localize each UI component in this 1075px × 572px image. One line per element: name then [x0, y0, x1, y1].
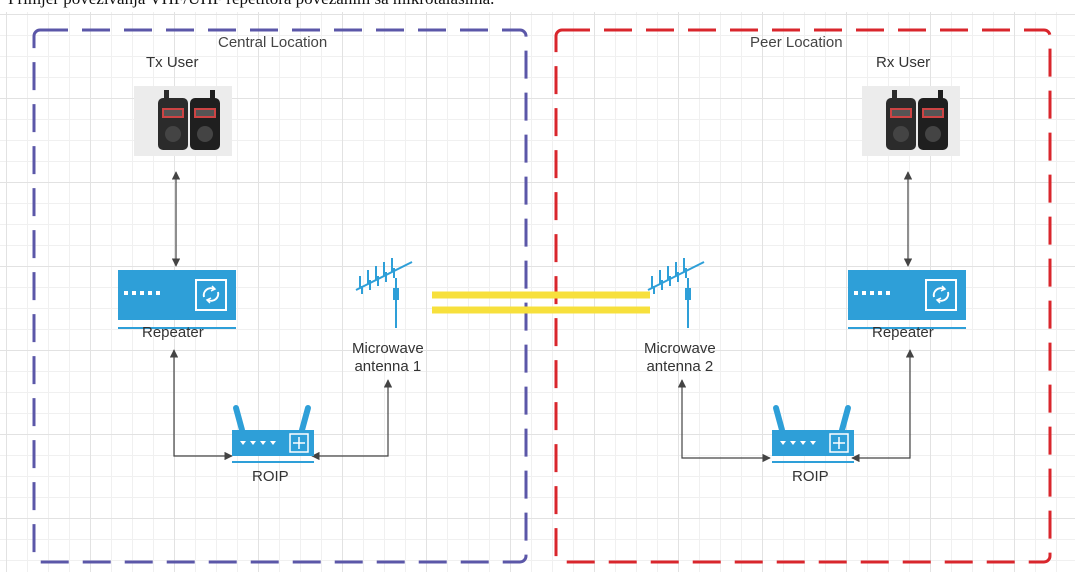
router-icon	[232, 408, 314, 462]
network-diagram: Central Location Peer Location Tx User R…	[0, 12, 1075, 572]
connector-repeater-roip-left	[169, 349, 233, 461]
repeater-right-label: Repeater	[872, 324, 934, 341]
repeater-icon	[847, 269, 967, 329]
router-icon	[772, 408, 854, 462]
central-location-title: Central Location	[218, 34, 328, 51]
repeater-left-label: Repeater	[142, 324, 204, 341]
antenna-1-label: Microwave antenna 1	[352, 340, 424, 375]
roip-left-label: ROIP	[252, 468, 289, 485]
connector-antenna2-roip	[677, 379, 771, 463]
figure-caption: Primjer povezivanja VHF/UHF repetitora p…	[0, 0, 494, 12]
repeater-icon	[117, 269, 237, 329]
roip-right-label: ROIP	[792, 468, 829, 485]
peer-location-title: Peer Location	[750, 34, 843, 51]
antenna-2-label: Microwave antenna 2	[644, 340, 716, 375]
diagram-canvas	[32, 28, 1052, 564]
yagi-antenna-icon	[647, 257, 705, 329]
connector-roip-antenna1	[311, 379, 393, 461]
connector-roip-repeater-right	[851, 349, 915, 463]
central-location-zone	[32, 28, 528, 564]
yagi-antenna-icon	[355, 257, 413, 329]
tx-user-label: Tx User	[146, 54, 199, 71]
rx-user-label: Rx User	[876, 54, 931, 71]
